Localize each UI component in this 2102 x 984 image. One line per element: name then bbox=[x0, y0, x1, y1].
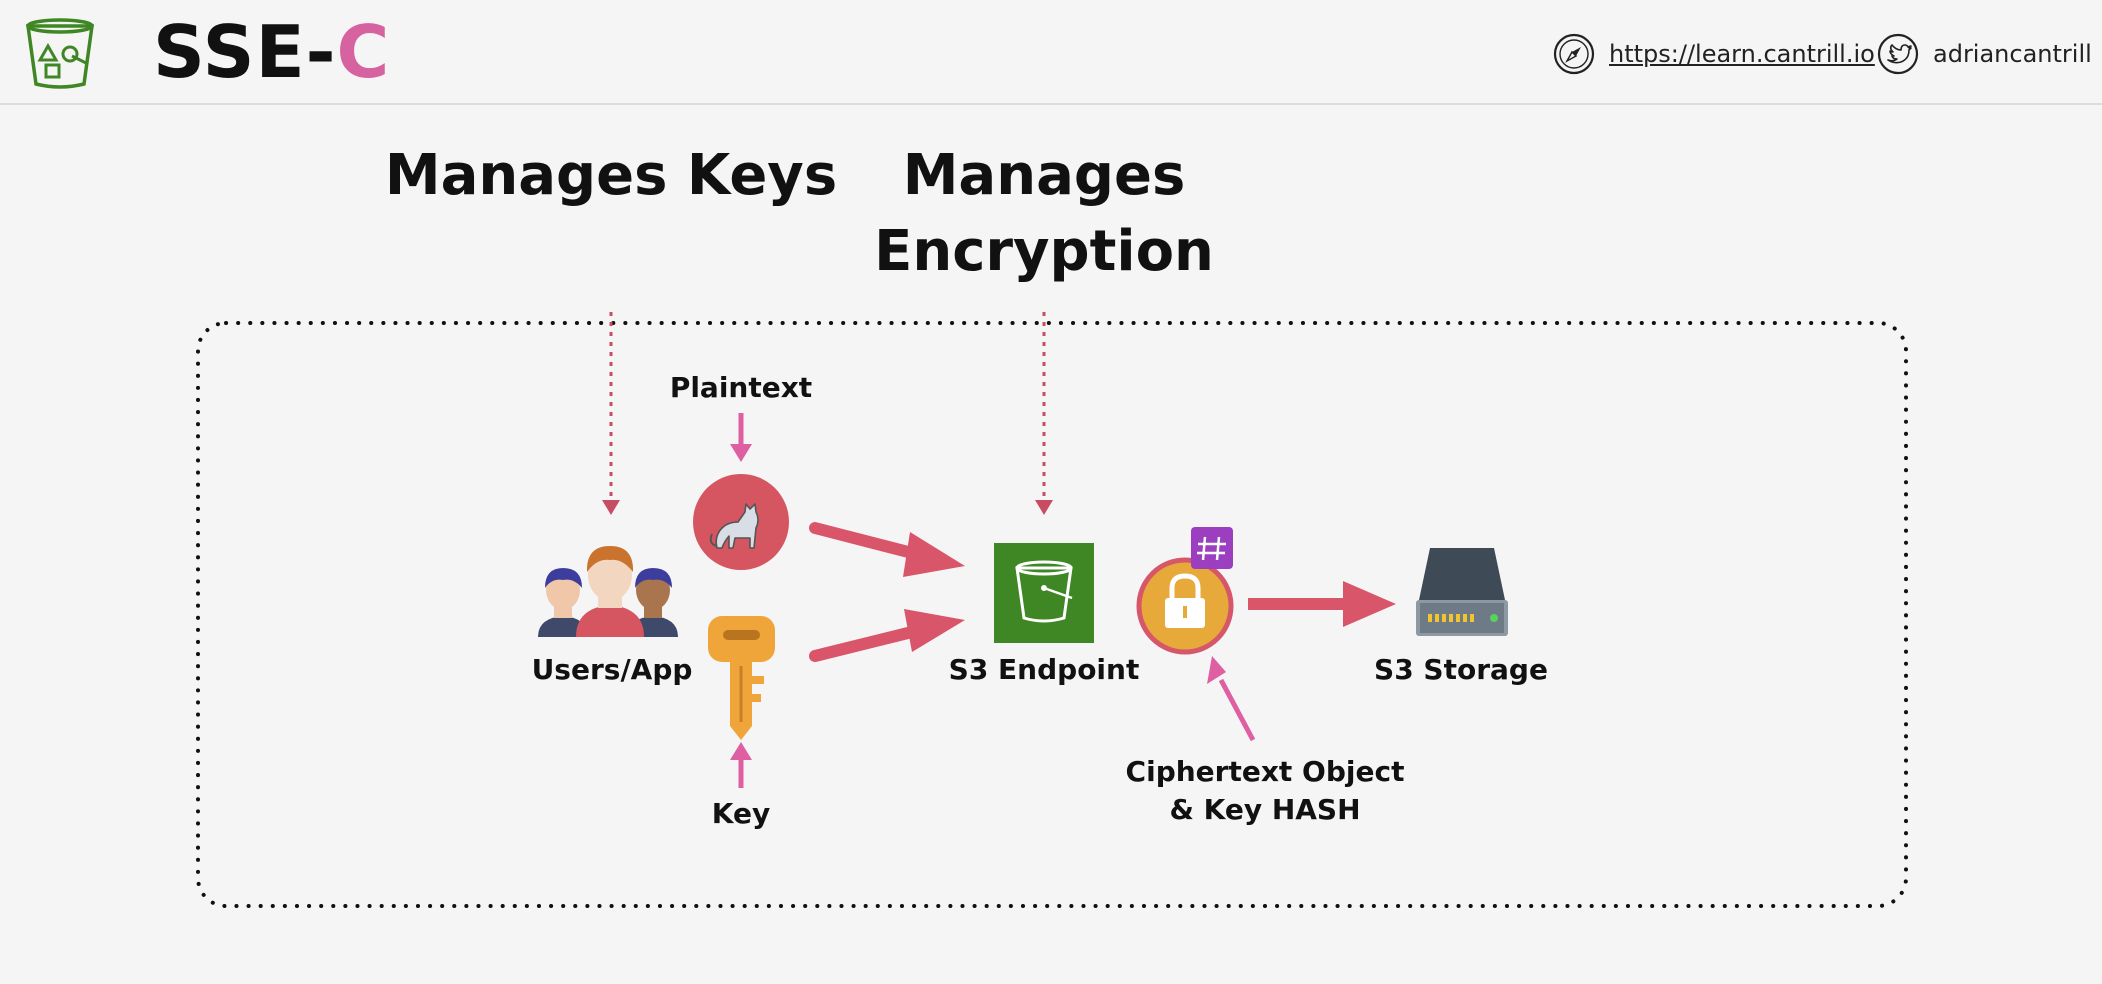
encryption-lock-icon bbox=[1136, 557, 1234, 655]
s3-storage-label: S3 Storage bbox=[1374, 653, 1548, 686]
s3-bucket-logo-icon bbox=[25, 18, 95, 89]
ciphertext-label-line1: Ciphertext Object bbox=[1125, 755, 1405, 788]
boundary-box bbox=[196, 321, 1908, 908]
key-label: Key bbox=[711, 797, 771, 830]
twitter-icon bbox=[1877, 33, 1919, 75]
s3-endpoint-icon bbox=[994, 543, 1094, 643]
key-arrow bbox=[730, 742, 752, 788]
s3-endpoint-label: S3 Endpoint bbox=[948, 653, 1140, 686]
plaintext-arrow bbox=[730, 413, 752, 462]
ciphertext-arrow bbox=[1207, 656, 1256, 742]
hash-badge-icon bbox=[1191, 527, 1233, 569]
twitter-handle[interactable]: adriancantrill bbox=[1877, 32, 2092, 76]
key-to-endpoint-arrow bbox=[809, 609, 965, 662]
manages-keys-label: Manages Keys bbox=[384, 143, 838, 208]
plaintext-label: Plaintext bbox=[669, 371, 813, 404]
manages-keys-pointer bbox=[602, 312, 620, 515]
encrypt-to-storage-arrow bbox=[1248, 581, 1396, 627]
header-bar: SSE-C https://learn.cantrill.io adrianca… bbox=[0, 0, 2102, 105]
plaintext-cat-icon bbox=[693, 474, 789, 570]
manages-encryption-pointer bbox=[1035, 312, 1053, 515]
ciphertext-label-line2: & Key HASH bbox=[1169, 793, 1361, 826]
plaintext-to-endpoint-arrow bbox=[809, 522, 965, 577]
users-app-label: Users/App bbox=[531, 653, 693, 686]
page-title: SSE-C bbox=[153, 10, 391, 94]
course-url-link[interactable]: https://learn.cantrill.io bbox=[1553, 32, 1875, 76]
s3-storage-drive-icon bbox=[1416, 548, 1508, 636]
compass-icon bbox=[1553, 33, 1595, 75]
manages-encryption-label: Manages Encryption bbox=[874, 143, 1214, 284]
users-app-icon bbox=[538, 546, 678, 637]
key-icon bbox=[708, 616, 775, 740]
